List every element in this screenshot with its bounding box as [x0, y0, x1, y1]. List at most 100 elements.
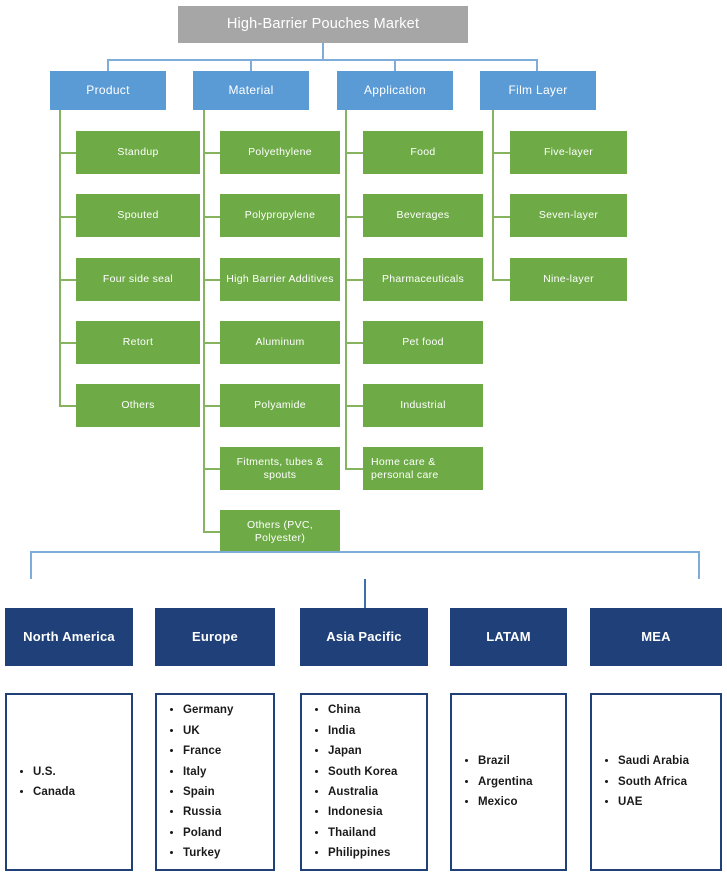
country-list-item: Japan: [328, 741, 397, 761]
connector-region-bracket-left: [30, 551, 32, 579]
connector-stub-product-2: [59, 216, 76, 218]
connector-stub-product-4: [59, 342, 76, 344]
leaf-box-application-beverages[interactable]: Beverages: [363, 194, 483, 237]
leaf-box-product-standup[interactable]: Standup: [76, 131, 200, 174]
country-list-item: U.S.: [33, 762, 75, 782]
country-list-item: Indonesia: [328, 802, 397, 822]
category-box-product[interactable]: Product: [50, 71, 166, 110]
connector-region-bracket-bar: [30, 551, 700, 553]
connector-spine-product: [59, 110, 61, 406]
leaf-box-application-pharmaceuticals[interactable]: Pharmaceuticals: [363, 258, 483, 301]
leaf-box-material-polyethylene[interactable]: Polyethylene: [220, 131, 340, 174]
country-list-item: Russia: [183, 802, 234, 822]
connector-region-stem: [364, 579, 366, 609]
country-list-item: India: [328, 721, 397, 741]
connector-stub-application-5: [345, 405, 363, 407]
country-list-item: China: [328, 700, 397, 720]
leaf-box-film-layer-seven-layer[interactable]: Seven-layer: [510, 194, 627, 237]
country-list-item: Germany: [183, 700, 234, 720]
connector-drop-material: [250, 59, 252, 71]
leaf-box-film-layer-five-layer[interactable]: Five-layer: [510, 131, 627, 174]
country-list-asia-pacific: ChinaIndiaJapanSouth KoreaAustraliaIndon…: [302, 700, 397, 864]
connector-stub-application-6: [345, 468, 363, 470]
connector-stub-film-layer-2: [492, 216, 510, 218]
connector-root-bar: [107, 59, 538, 61]
connector-drop-filmlayer: [536, 59, 538, 71]
region-header-north-america[interactable]: North America: [5, 608, 133, 666]
country-list-item: Australia: [328, 782, 397, 802]
connector-stub-material-7: [203, 531, 220, 533]
leaf-box-film-layer-nine-layer[interactable]: Nine-layer: [510, 258, 627, 301]
region-body-europe: GermanyUKFranceItalySpainRussiaPolandTur…: [155, 693, 275, 871]
connector-stub-application-2: [345, 216, 363, 218]
leaf-box-product-four-side-seal[interactable]: Four side seal: [76, 258, 200, 301]
country-list-item: UAE: [618, 792, 689, 812]
category-box-application[interactable]: Application: [337, 71, 453, 110]
country-list-north-america: U.S.Canada: [7, 762, 75, 803]
category-box-material[interactable]: Material: [193, 71, 309, 110]
connector-stub-material-1: [203, 152, 220, 154]
country-list-item: Mexico: [478, 792, 533, 812]
country-list-item: France: [183, 741, 234, 761]
connector-stub-application-4: [345, 342, 363, 344]
leaf-box-material-others-pvc-polyester[interactable]: Others (PVC, Polyester): [220, 510, 340, 553]
region-body-north-america: U.S.Canada: [5, 693, 133, 871]
leaf-box-material-fitments-tubes-spouts[interactable]: Fitments, tubes & spouts: [220, 447, 340, 490]
connector-region-bracket-right: [698, 551, 700, 579]
connector-stub-material-3: [203, 279, 220, 281]
country-list-item: Thailand: [328, 823, 397, 843]
connector-stub-product-5: [59, 405, 76, 407]
leaf-box-material-aluminum[interactable]: Aluminum: [220, 321, 340, 364]
region-body-latam: BrazilArgentinaMexico: [450, 693, 567, 871]
region-header-mea[interactable]: MEA: [590, 608, 722, 666]
country-list-item: Brazil: [478, 751, 533, 771]
connector-stub-material-5: [203, 405, 220, 407]
connector-drop-application: [394, 59, 396, 71]
country-list-item: Saudi Arabia: [618, 751, 689, 771]
country-list-item: Italy: [183, 762, 234, 782]
leaf-box-material-polypropylene[interactable]: Polypropylene: [220, 194, 340, 237]
connector-stub-film-layer-3: [492, 279, 510, 281]
region-header-asia-pacific[interactable]: Asia Pacific: [300, 608, 428, 666]
connector-stub-material-6: [203, 468, 220, 470]
connector-drop-product: [107, 59, 109, 71]
connector-stub-product-3: [59, 279, 76, 281]
leaf-box-material-high-barrier-additives[interactable]: High Barrier Additives: [220, 258, 340, 301]
region-header-latam[interactable]: LATAM: [450, 608, 567, 666]
connector-spine-application: [345, 110, 347, 469]
region-header-europe[interactable]: Europe: [155, 608, 275, 666]
country-list-item: South Korea: [328, 762, 397, 782]
country-list-item: Poland: [183, 823, 234, 843]
country-list-europe: GermanyUKFranceItalySpainRussiaPolandTur…: [157, 700, 234, 864]
connector-stub-product-1: [59, 152, 76, 154]
root-title-box: High-Barrier Pouches Market: [178, 6, 468, 43]
country-list-latam: BrazilArgentinaMexico: [452, 751, 533, 812]
connector-stub-application-3: [345, 279, 363, 281]
country-list-item: South Africa: [618, 772, 689, 792]
country-list-item: UK: [183, 721, 234, 741]
country-list-item: Spain: [183, 782, 234, 802]
country-list-mea: Saudi ArabiaSouth AfricaUAE: [592, 751, 689, 812]
category-box-film-layer[interactable]: Film Layer: [480, 71, 596, 110]
connector-spine-material: [203, 110, 205, 532]
region-body-mea: Saudi ArabiaSouth AfricaUAE: [590, 693, 722, 871]
region-body-asia-pacific: ChinaIndiaJapanSouth KoreaAustraliaIndon…: [300, 693, 428, 871]
country-list-item: Canada: [33, 782, 75, 802]
leaf-box-material-polyamide[interactable]: Polyamide: [220, 384, 340, 427]
country-list-item: Philippines: [328, 843, 397, 863]
country-list-item: Argentina: [478, 772, 533, 792]
country-list-item: Turkey: [183, 843, 234, 863]
connector-spine-film-layer: [492, 110, 494, 280]
leaf-box-application-pet-food[interactable]: Pet food: [363, 321, 483, 364]
connector-stub-film-layer-1: [492, 152, 510, 154]
leaf-box-application-industrial[interactable]: Industrial: [363, 384, 483, 427]
connector-stub-material-4: [203, 342, 220, 344]
leaf-box-application-home-care-personal-care[interactable]: Home care & personal care: [363, 447, 483, 490]
connector-stub-material-2: [203, 216, 220, 218]
leaf-box-product-retort[interactable]: Retort: [76, 321, 200, 364]
leaf-box-product-others[interactable]: Others: [76, 384, 200, 427]
leaf-box-application-food[interactable]: Food: [363, 131, 483, 174]
connector-root-stem: [322, 43, 324, 60]
leaf-box-product-spouted[interactable]: Spouted: [76, 194, 200, 237]
